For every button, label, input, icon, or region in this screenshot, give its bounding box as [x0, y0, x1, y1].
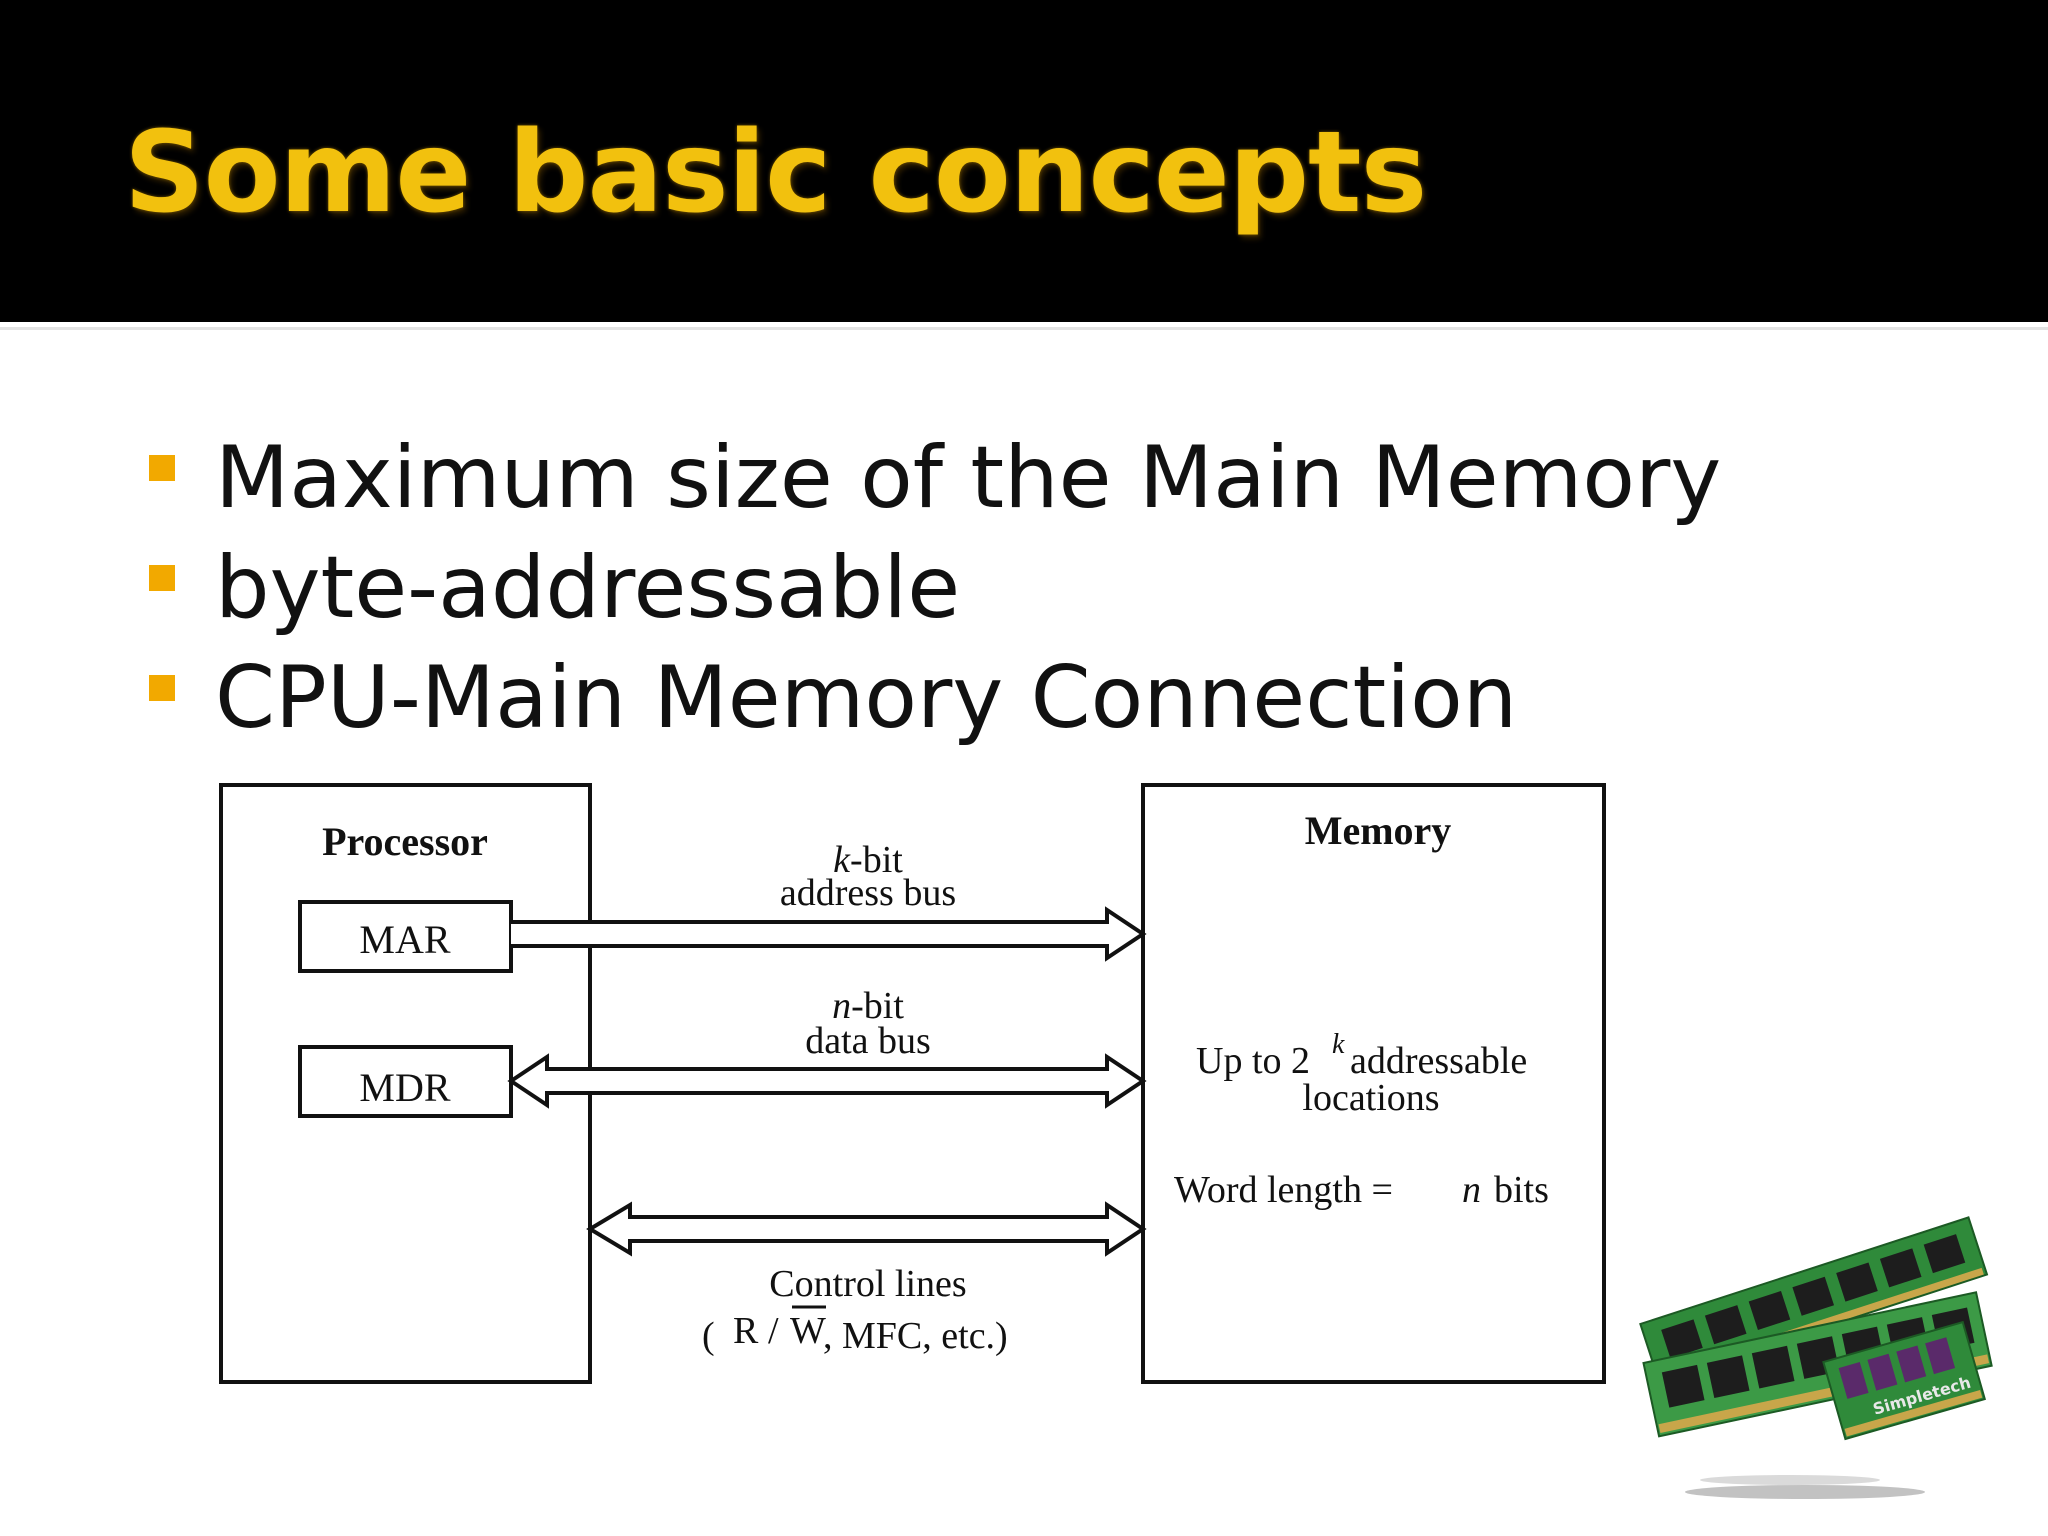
bullet-text: CPU-Main Memory Connection [215, 648, 1518, 748]
memory-capacity-exponent: k [1332, 1029, 1345, 1060]
memory-capacity-suffix: addressable [1350, 1040, 1527, 1082]
data-bus-arrow [507, 1053, 1147, 1109]
bullet-text: byte-addressable [215, 538, 961, 638]
bullet-text: Maximum size of the Main Memory [215, 428, 1722, 528]
address-bus-arrow [511, 906, 1147, 962]
bullet-marker-icon [149, 675, 175, 701]
control-signal-w: W [790, 1310, 826, 1352]
mar-label: MAR [359, 917, 450, 962]
slide-header: Some basic concepts [0, 0, 2048, 322]
control-signal-r: R [733, 1310, 759, 1352]
word-length-var: n [1462, 1169, 1481, 1211]
image-shadow [1700, 1475, 1880, 1485]
control-signal-slash: / [768, 1310, 779, 1352]
control-signal-open: ( [702, 1315, 715, 1357]
slide-title: Some basic concepts [124, 108, 1427, 238]
ram-module-front: Simpletech [1822, 1320, 1987, 1441]
address-bus-width: k-bit [833, 839, 903, 881]
memory-box [1141, 783, 1606, 1384]
header-divider [0, 327, 2048, 330]
image-shadow [1685, 1485, 1925, 1499]
address-bus-label: address bus [780, 872, 956, 914]
bullet-marker-icon [149, 455, 175, 481]
control-signal-rest: , MFC, etc.) [823, 1315, 1008, 1357]
word-length-suffix: bits [1494, 1169, 1549, 1211]
control-lines-arrow [586, 1201, 1147, 1257]
bullet-marker-icon [149, 565, 175, 591]
mdr-register [298, 1045, 513, 1118]
data-bus-width: n-bit [832, 985, 904, 1027]
word-length-prefix: Word length = [1174, 1169, 1393, 1211]
data-bus-label: data bus [805, 1020, 931, 1062]
mdr-label: MDR [359, 1065, 450, 1110]
processor-label: Processor [322, 819, 488, 864]
control-lines-label: Control lines [769, 1263, 966, 1305]
memory-capacity-line2: locations [1302, 1077, 1439, 1119]
mar-register [298, 900, 513, 973]
memory-capacity-prefix: Up to 2 [1196, 1040, 1310, 1082]
memory-label: Memory [1305, 808, 1452, 853]
